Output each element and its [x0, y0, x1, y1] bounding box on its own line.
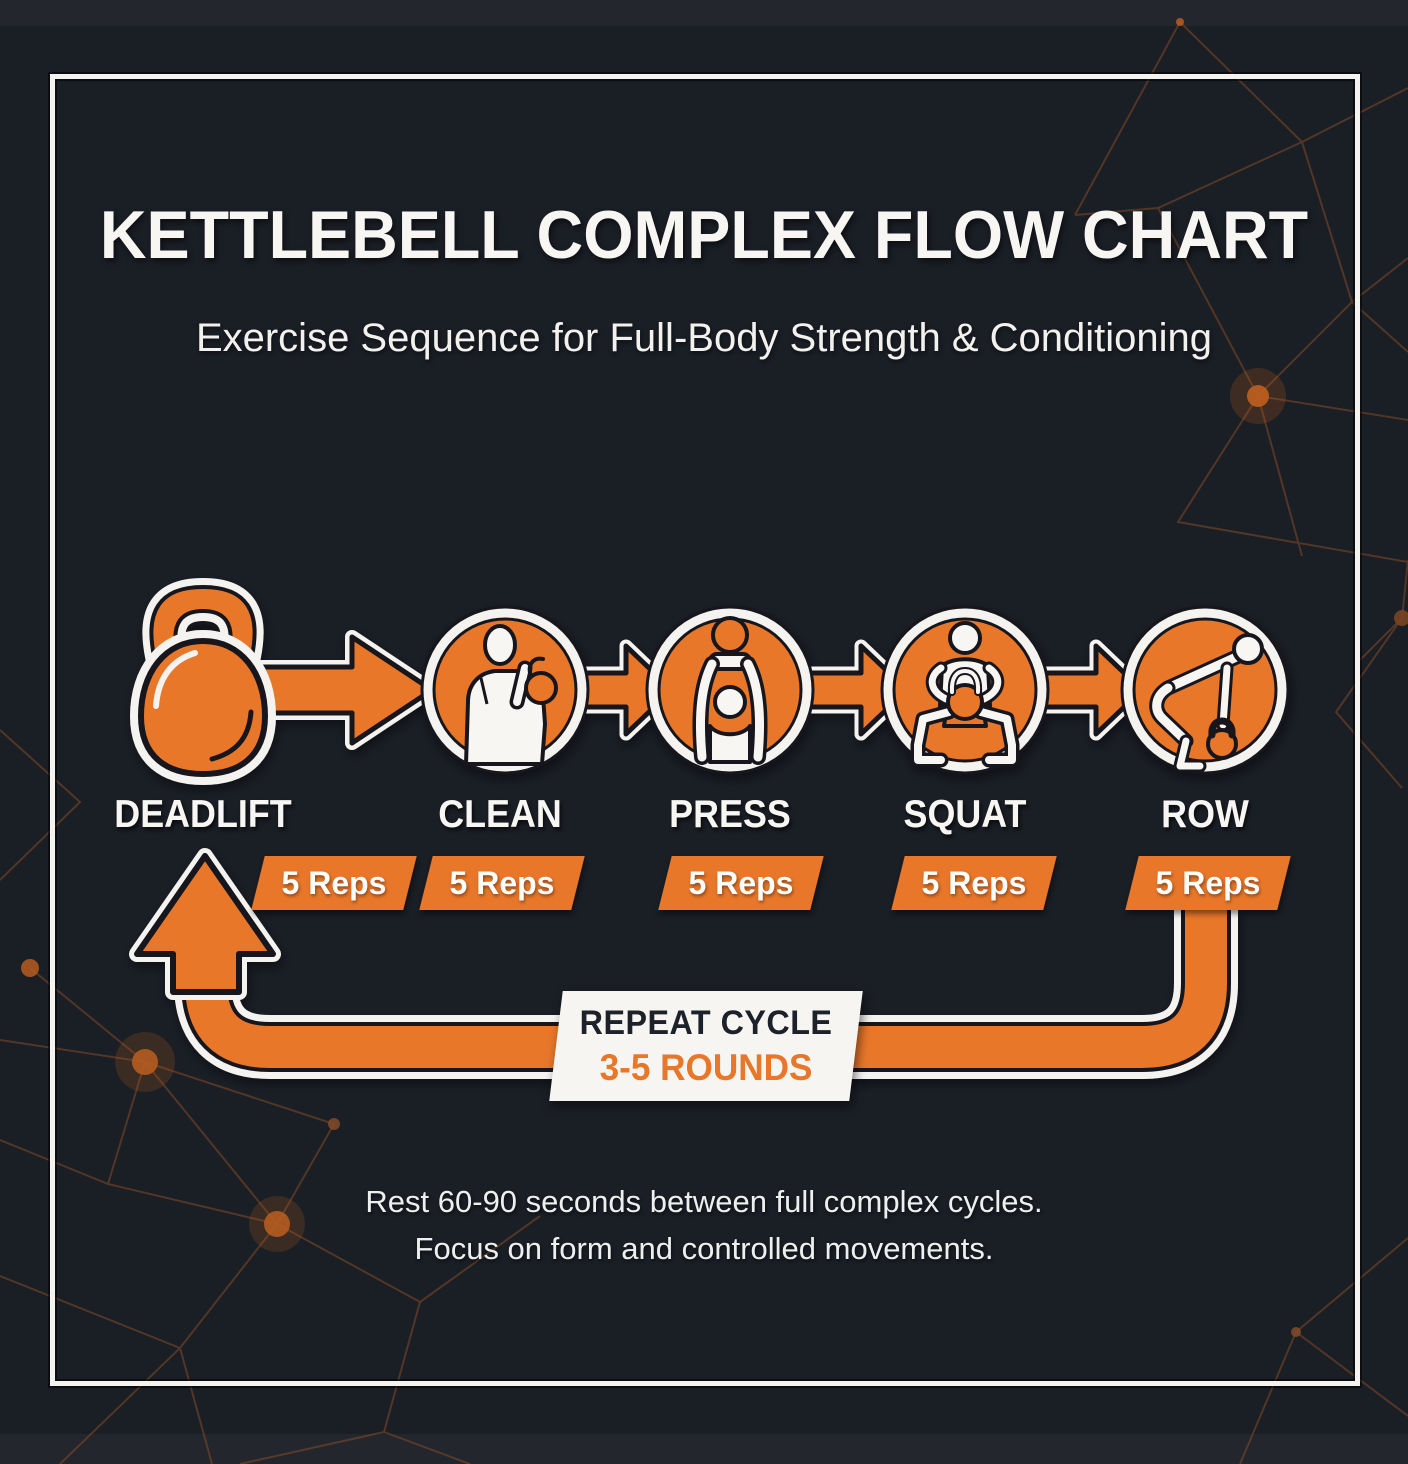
kettlebell-icon [130, 577, 276, 785]
bottom-edge-band [0, 1434, 1408, 1464]
reps-banner-row: 5 Reps [1125, 856, 1291, 910]
arrow-squat-to-row [1033, 639, 1149, 741]
constellation-dots [21, 18, 1408, 1337]
border-frame [50, 74, 1360, 1386]
row-figure-icon [1149, 633, 1264, 773]
reps-label: 5 Reps [921, 865, 1027, 901]
row-node [1120, 605, 1290, 775]
reps-label: 5 Reps [1155, 865, 1261, 901]
step-label-deadlift: DEADLIFT [114, 793, 292, 836]
page-title: KETTLEBELL COMPLEX FLOW CHART [99, 197, 1309, 273]
step-label-clean: CLEAN [438, 793, 562, 836]
reps-banner-clean: 5 Reps [419, 856, 585, 910]
top-edge-band [0, 0, 1408, 26]
page-subtitle: Exercise Sequence for Full-Body Strength… [195, 316, 1213, 360]
reps-banner-squat: 5 Reps [891, 856, 1057, 910]
arrow-deadlift-to-clean [255, 630, 439, 750]
footer-notes: Rest 60-90 seconds between full complex … [0, 1178, 1408, 1272]
loop-arrowhead-icon [129, 848, 281, 1000]
step-label-row: ROW [1161, 793, 1249, 836]
press-node [645, 605, 815, 775]
clean-node [420, 605, 590, 775]
reps-banner-press: 5 Reps [658, 856, 824, 910]
repeat-cycle-inner: REPEAT CYCLE 3-5 ROUNDS [556, 991, 856, 1101]
reps-label: 5 Reps [449, 865, 555, 901]
footer-line-1: Rest 60-90 seconds between full complex … [365, 1184, 1043, 1219]
squat-node [880, 605, 1050, 775]
clean-figure-icon [464, 624, 558, 766]
press-figure-icon [692, 616, 768, 765]
reps-label: 5 Reps [281, 865, 387, 901]
reps-banner-deadlift: 5 Reps [251, 856, 417, 910]
squat-figure-icon [910, 621, 1020, 768]
step-label-squat: SQUAT [903, 793, 1027, 836]
step-label-press: PRESS [669, 793, 791, 836]
repeat-cycle-label: REPEAT CYCLE [579, 1003, 833, 1042]
repeat-cycle-callout: REPEAT CYCLE 3-5 ROUNDS [549, 991, 863, 1101]
reps-label: 5 Reps [688, 865, 794, 901]
repeat-rounds-label: 3-5 ROUNDS [599, 1046, 813, 1088]
footer-line-2: Focus on form and controlled movements. [414, 1231, 994, 1266]
